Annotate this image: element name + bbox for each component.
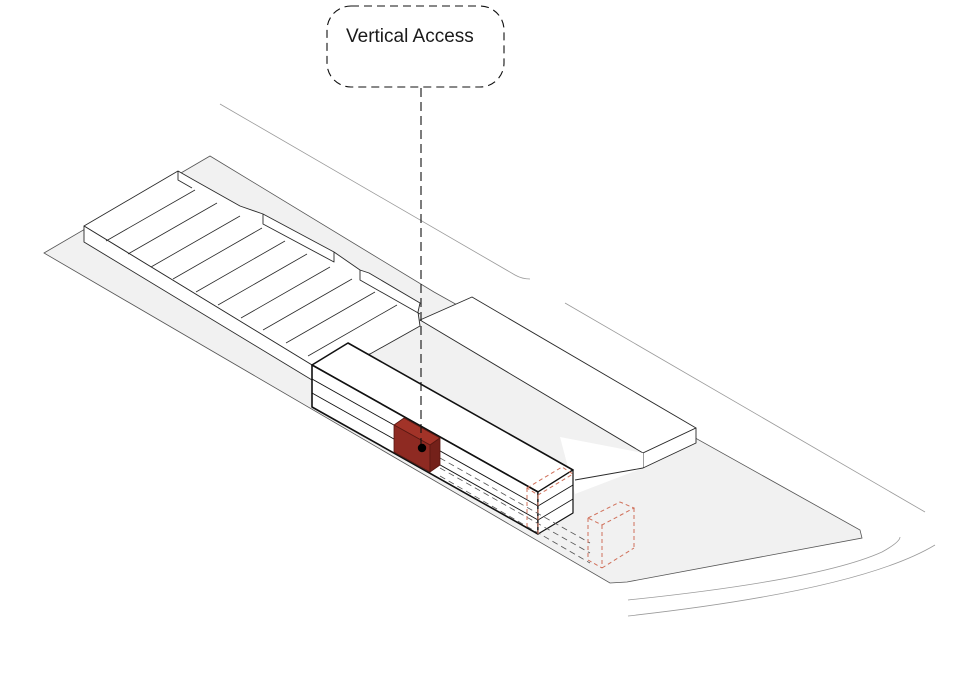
callout-bubble bbox=[326, 5, 505, 88]
curb-line-2 bbox=[627, 544, 936, 617]
dashed-box-end bbox=[526, 466, 574, 534]
terraced-building bbox=[83, 170, 421, 381]
callout-anchor-dot bbox=[417, 443, 427, 453]
callout-label: Vertical Access bbox=[346, 26, 474, 47]
dashed-outline-boxes bbox=[526, 466, 636, 569]
large-block-side bbox=[560, 437, 643, 494]
terraced-building-step-edge-3 bbox=[359, 270, 421, 315]
road-edge-upper bbox=[219, 103, 531, 280]
vertical-access-core bbox=[393, 417, 441, 473]
core-side bbox=[429, 437, 441, 473]
curb-line-1 bbox=[627, 536, 901, 601]
terraced-building-roof bbox=[83, 170, 421, 366]
site-context-lines bbox=[219, 103, 936, 617]
terraced-building-step-edge bbox=[177, 171, 193, 189]
hidden-lines bbox=[439, 457, 591, 564]
large-block bbox=[419, 296, 697, 494]
dashed-box-external bbox=[586, 501, 636, 569]
terraced-building-roof-lines bbox=[105, 189, 398, 357]
road-edge-lower bbox=[564, 302, 926, 513]
terraced-building-step-edge-2 bbox=[262, 214, 335, 263]
